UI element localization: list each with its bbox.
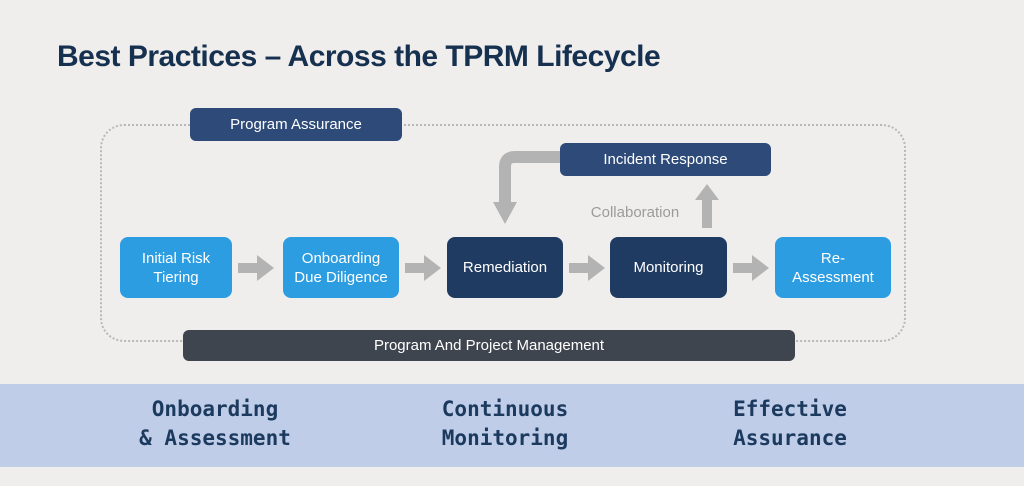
phase-onboarding-assessment: Onboarding & Assessment [139,397,291,450]
elbow-down-arrow-icon [493,151,560,224]
flow-box-onboarding-due-diligence: Onboarding Due Diligence [283,237,399,298]
flow-box-monitoring: Monitoring [610,237,727,298]
page-title: Best Practices – Across the TPRM Lifecyc… [57,40,661,73]
arrow-right-icon [569,255,605,281]
flow-box-remediation: Remediation [447,237,563,298]
phase-effective-assurance: Effective Assurance [733,397,847,450]
flow-box-re-assessment: Re- Assessment [775,237,891,298]
arrow-right-icon [733,255,769,281]
flow-box-initial-risk-tiering: Initial Risk Tiering [120,237,232,298]
incident-response-box: Incident Response [560,143,771,176]
arrow-right-icon [238,255,274,281]
collaboration-label: Collaboration [590,204,680,221]
phase-continuous-monitoring: Continuous Monitoring [441,397,569,450]
arrow-right-icon [405,255,441,281]
collaboration-up-arrow-icon [695,184,719,228]
program-project-management-bar: Program And Project Management [183,330,795,361]
program-assurance-box: Program Assurance [190,108,402,141]
footer-phase-band: Onboarding & Assessment Continuous Monit… [0,384,1024,467]
